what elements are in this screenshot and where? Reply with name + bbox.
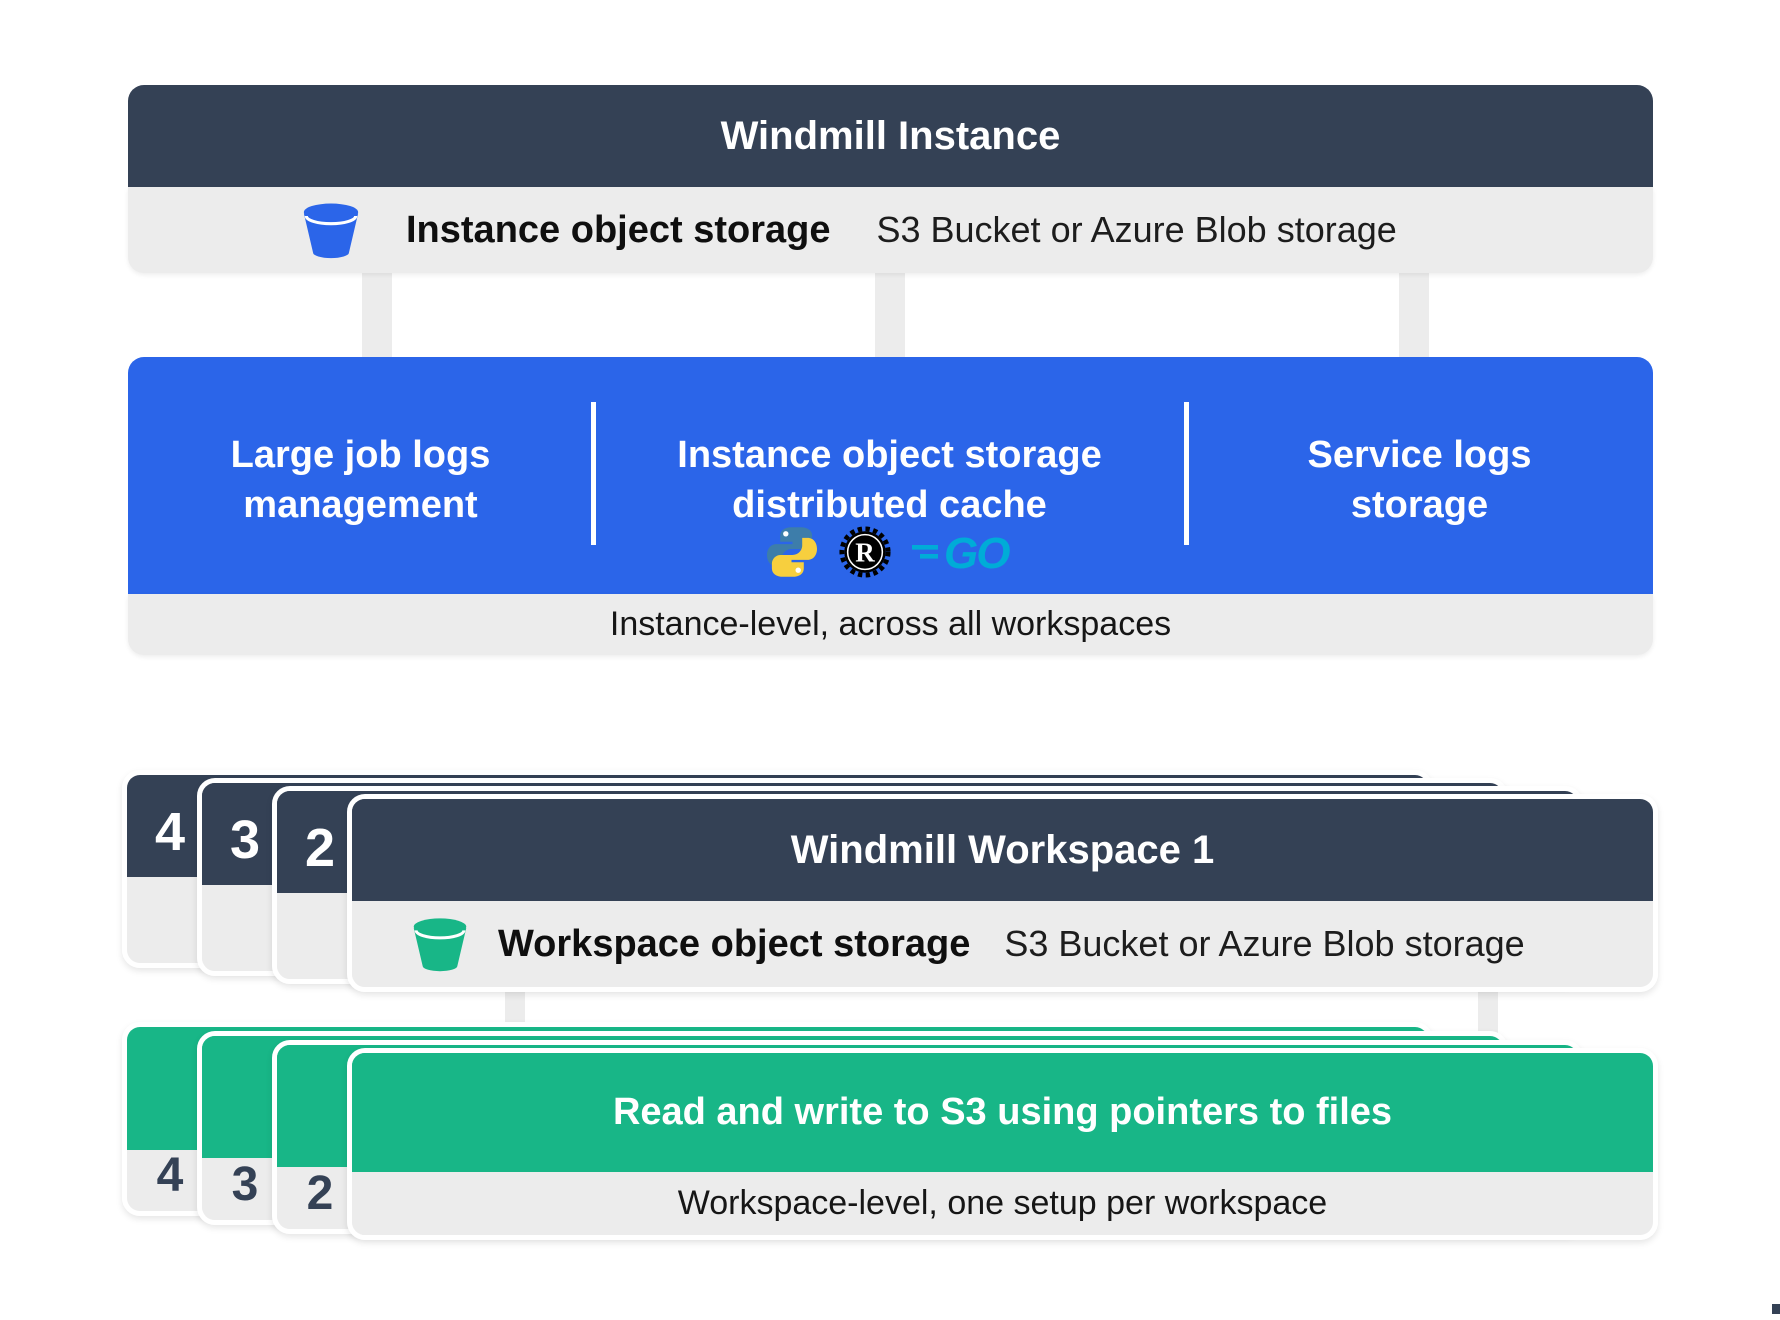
workspace-card-1: Windmill Workspace 1 Workspace object st…	[347, 794, 1658, 992]
column-divider	[591, 402, 596, 545]
s3-read-write-label: Read and write to S3 using pointers to f…	[612, 1091, 1393, 1133]
rust-logo-icon: R	[838, 526, 891, 578]
workspace-storage-bar: Workspace object storage S3 Bucket or Az…	[352, 901, 1653, 987]
s3-card-number: 2	[306, 1167, 334, 1220]
workspace-caption: Workspace-level, one setup per workspace	[677, 1184, 1328, 1222]
svg-text:GO: GO	[944, 529, 1010, 578]
s3-bucket-icon	[413, 918, 467, 972]
column-divider	[1184, 402, 1189, 545]
python-logo-icon	[766, 527, 817, 577]
instance-storage-label: Instance object storage	[406, 208, 831, 251]
instance-features-box: Large job logs management Instance objec…	[128, 357, 1653, 594]
language-logos: R GO	[593, 523, 1186, 581]
go-logo-icon: GO	[911, 529, 1012, 578]
instance-title: Windmill Instance	[720, 113, 1061, 158]
feature-label: Instance object storage distributed cach…	[677, 434, 1102, 526]
feature-large-job-logs: Large job logs management	[128, 357, 593, 594]
arrow-shaft	[1399, 272, 1429, 358]
feature-service-logs: Service logs storage	[1186, 357, 1653, 594]
workspace-storage-sublabel: S3 Bucket or Azure Blob storage	[1004, 923, 1525, 964]
workspace-header: Windmill Workspace 1	[352, 799, 1653, 901]
s3-bucket-icon	[303, 203, 359, 259]
feature-label: Large job logs management	[230, 434, 491, 526]
workspace-title: Windmill Workspace 1	[790, 827, 1215, 872]
arrow-shaft	[875, 272, 905, 358]
workspace-number: 3	[229, 810, 261, 870]
s3-card-1: Read and write to S3 using pointers to f…	[347, 1048, 1658, 1240]
instance-header: Windmill Instance	[128, 85, 1653, 187]
arrow-shaft	[362, 272, 392, 358]
instance-storage-sublabel: S3 Bucket or Azure Blob storage	[876, 209, 1397, 250]
svg-text:R: R	[855, 538, 875, 568]
s3-card-number: 4	[156, 1149, 184, 1202]
feature-distributed-cache: Instance object storage distributed cach…	[593, 357, 1186, 594]
corner-artifact	[1772, 1304, 1780, 1314]
workspace-number: 2	[304, 818, 336, 878]
instance-caption-bar: Instance-level, across all workspaces	[128, 594, 1653, 655]
s3-card-number: 3	[231, 1158, 259, 1211]
workspace-caption-bar: Workspace-level, one setup per workspace	[352, 1172, 1653, 1235]
workspace-storage-label: Workspace object storage	[498, 922, 971, 965]
feature-label: Service logs storage	[1307, 434, 1532, 526]
workspace-number: 4	[154, 802, 186, 862]
s3-read-write-banner: Read and write to S3 using pointers to f…	[352, 1053, 1653, 1172]
instance-caption: Instance-level, across all workspaces	[609, 605, 1172, 643]
instance-storage-bar: Instance object storage S3 Bucket or Azu…	[128, 187, 1653, 273]
